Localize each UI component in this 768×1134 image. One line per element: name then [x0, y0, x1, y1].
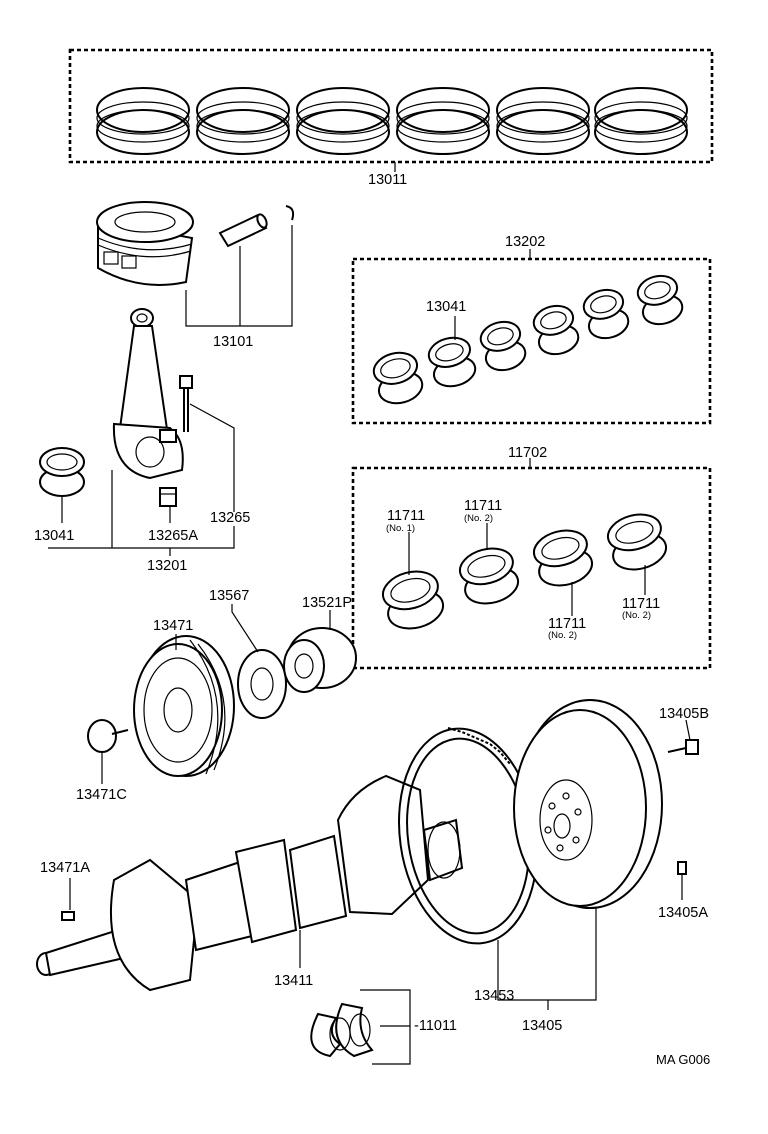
label-11711-no2-b-note: (No. 2): [548, 630, 577, 641]
label-13041-upper: 13041: [426, 299, 466, 315]
flywheel-pin: [677, 861, 687, 875]
label-11711-no2-a-note: (No. 2): [464, 513, 493, 524]
leader-13201: [48, 470, 235, 549]
flywheel-bolt: [667, 739, 699, 755]
label-11711-no2-c-note: (No. 2): [622, 610, 651, 621]
crank-bearing-shells: [372, 274, 684, 405]
crankshaft: [36, 774, 464, 992]
label-13405: 13405: [522, 1018, 562, 1034]
label-13011: 13011: [368, 172, 407, 188]
label-13405b: 13405B: [659, 706, 709, 722]
timing-plate: [237, 649, 287, 719]
leader-13567: [231, 604, 259, 653]
crank-pulley: [133, 635, 235, 777]
connecting-rod: [112, 308, 184, 480]
label-13041: 13041: [34, 528, 74, 544]
piston-pin: [218, 213, 268, 248]
figure-code: MA G006: [656, 1052, 710, 1067]
label-13201: 13201: [147, 558, 187, 574]
leader-13101: [185, 225, 293, 327]
crank-key: [61, 911, 75, 921]
label-13101: 13101: [213, 334, 253, 350]
label-13405a: 13405A: [658, 905, 708, 921]
label-13471c: 13471C: [76, 787, 127, 803]
label-11702: 11702: [508, 445, 547, 461]
front-pulley-group: 13471 13567 13521P 13471C: [76, 588, 357, 803]
crank-bearing-set-group: 13202 13041: [351, 234, 712, 425]
label-13411: 13411: [274, 973, 313, 989]
piston-pin-clip: [285, 205, 295, 221]
label-13567: 13567: [209, 588, 249, 604]
rod-nut: [159, 487, 177, 507]
rod-bearing: [39, 447, 85, 497]
label-11711-no1: 11711: [387, 508, 425, 524]
rod-bolt: [179, 375, 193, 432]
label-13265a: 13265A: [148, 528, 198, 544]
leader-13265: [189, 403, 235, 512]
piston-assembly: 13101: [96, 201, 295, 350]
label-13521p: 13521P: [302, 595, 352, 611]
label-11711-no2-a: 11711: [464, 498, 502, 514]
label-11711-no2-c: 11711: [622, 596, 660, 612]
label-11711-no1-note: (No. 1): [386, 523, 415, 534]
flywheel: [513, 699, 663, 909]
piston-ring-set-group: 13011: [68, 48, 714, 188]
connecting-rod-assembly: 13041 13265A 13265 13201: [34, 308, 250, 574]
piston-ring-set-frame: [68, 48, 714, 164]
main-bearing-set-group: 11702 11711 (No. 1) 11711 (No. 2) 11711 …: [351, 445, 712, 670]
crank-bearing-set-frame: [351, 257, 712, 425]
piston: [96, 201, 194, 286]
label-13202: 13202: [505, 234, 545, 250]
label-11711-no2-b: 11711: [548, 616, 586, 632]
thrust-washers: [310, 1002, 374, 1058]
pulley-bolt: [87, 719, 129, 753]
main-bearing-set-frame: [351, 466, 712, 670]
leader-13453-13405: [497, 908, 597, 1010]
label-13265: 13265: [210, 510, 250, 526]
timing-pulley: [283, 627, 357, 693]
label-13453: 13453: [474, 988, 514, 1004]
label-11011: -11011: [414, 1018, 457, 1034]
label-13471: 13471: [153, 618, 193, 634]
main-bearing-shells: [381, 513, 668, 630]
leader-13405b: [685, 719, 691, 741]
label-13471a: 13471A: [40, 860, 90, 876]
piston-ring-set: [96, 87, 688, 155]
leader-11011: [360, 989, 411, 1065]
